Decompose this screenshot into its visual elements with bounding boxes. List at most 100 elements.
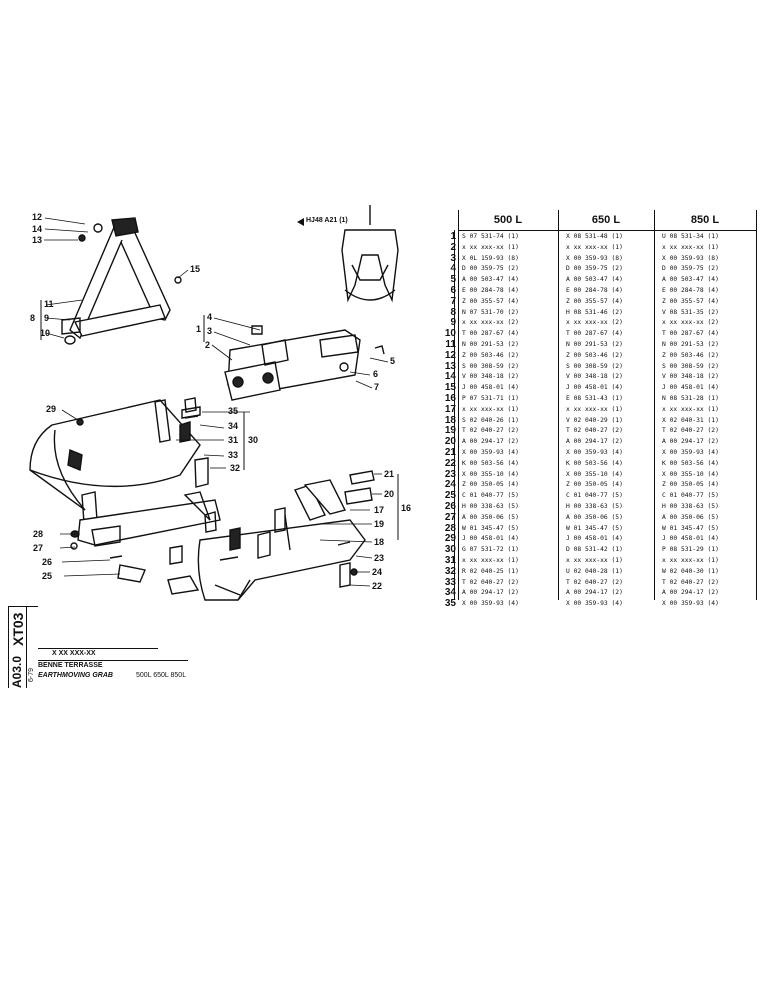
part-ref-850l: X 00 355-10 (4) bbox=[662, 470, 719, 478]
a-frame-part bbox=[61, 217, 182, 345]
part-ref-500l: X 00 355-10 (4) bbox=[462, 470, 519, 478]
part-ref-500l: A 00 503-47 (4) bbox=[462, 276, 519, 284]
part-ref-650l: H 08 531-46 (2) bbox=[566, 308, 623, 316]
left-bucket-shell bbox=[29, 397, 221, 547]
callout-16: 16 bbox=[401, 503, 412, 513]
pivot-head-part bbox=[224, 325, 385, 401]
callout-18: 18 bbox=[374, 537, 385, 547]
callout-9: 9 bbox=[44, 313, 50, 323]
part-ref-650l: V 02 040-29 (1) bbox=[566, 416, 623, 424]
part-ref-850l: S 00 308-59 (2) bbox=[662, 362, 719, 370]
callout-24: 24 bbox=[372, 567, 383, 577]
part-ref-850l: D 00 359-75 (2) bbox=[662, 265, 719, 273]
part-ref-850l: T 02 040-27 (2) bbox=[662, 578, 719, 586]
part-ref-500l: S 00 308-59 (2) bbox=[462, 362, 519, 370]
callout-28: 28 bbox=[33, 529, 44, 539]
part-ref-850l: V 08 531-35 (2) bbox=[662, 308, 719, 316]
part-ref-500l: P 07 531-71 (1) bbox=[462, 395, 519, 402]
part-ref-850l: X 00 359-93 (4) bbox=[662, 449, 719, 456]
callout-35: 35 bbox=[228, 406, 239, 416]
part-ref-850l: C 01 040-77 (5) bbox=[662, 492, 719, 500]
part-ref-650l: E 00 284-78 (4) bbox=[566, 287, 623, 294]
right-bucket-shell bbox=[167, 479, 366, 601]
item-number: 3 bbox=[450, 252, 456, 264]
grouping-brackets bbox=[40, 300, 399, 540]
part-ref-850l: Z 00 355-57 (4) bbox=[662, 297, 719, 305]
item-number: 12 bbox=[444, 349, 456, 361]
part-ref-500l: A 00 294-17 (2) bbox=[462, 438, 519, 446]
part-number-line: X XX XXX-XX bbox=[52, 650, 96, 657]
part-ref-650l: X 00 359-93 (8) bbox=[566, 254, 623, 262]
callout-8: 8 bbox=[30, 313, 36, 323]
part-ref-850l: N 08 531-28 (1) bbox=[662, 395, 719, 402]
title-en: EARTHMOVING GRAB bbox=[38, 672, 113, 679]
doc-code-main: XT03 bbox=[10, 612, 26, 646]
part-ref-850l: P 08 531-29 (1) bbox=[662, 546, 719, 554]
pin-parts-top bbox=[76, 406, 201, 426]
part-ref-650l: X 08 531-48 (1) bbox=[566, 233, 623, 240]
part-ref-500l: S 07 531-74 (1) bbox=[462, 233, 519, 240]
part-ref-650l: C 01 040-77 (5) bbox=[566, 492, 623, 500]
leader-lines bbox=[44, 217, 389, 587]
part-ref-850l: Z 00 503-46 (2) bbox=[662, 351, 719, 359]
part-ref-650l: Z 00 503-46 (2) bbox=[566, 351, 623, 359]
callout-7: 7 bbox=[374, 382, 380, 392]
part-ref-850l: x xx xxx-xx (1) bbox=[662, 243, 719, 251]
part-ref-850l: A 00 294-17 (2) bbox=[662, 589, 719, 597]
part-ref-500l: Z 00 355-57 (4) bbox=[462, 297, 519, 305]
item-number: 32 bbox=[444, 565, 456, 577]
callout-21: 21 bbox=[384, 469, 395, 479]
part-ref-500l: X 00 359-93 (4) bbox=[462, 449, 519, 456]
item-number: 34 bbox=[444, 587, 456, 599]
part-ref-850l: A 00 294-17 (2) bbox=[662, 438, 719, 446]
part-ref-500l: W 01 345-47 (5) bbox=[462, 524, 519, 532]
part-ref-650l: x xx xxx-xx (2) bbox=[566, 319, 623, 327]
item-number: 17 bbox=[444, 403, 456, 415]
item-number: 21 bbox=[444, 447, 456, 458]
part-ref-500l: E 00 284-78 (4) bbox=[462, 287, 519, 294]
callout-33: 33 bbox=[228, 450, 239, 460]
item-number: 14 bbox=[444, 371, 456, 383]
part-ref-650l: T 02 040-27 (2) bbox=[566, 578, 623, 586]
part-ref-650l: D 08 531-42 (1) bbox=[566, 546, 623, 554]
doc-date: 6-79 bbox=[28, 667, 35, 682]
part-ref-850l: T 00 287-67 (4) bbox=[662, 330, 719, 338]
doc-code-sub: A03.0 bbox=[10, 655, 24, 688]
part-ref-500l: S 02 040-26 (1) bbox=[462, 416, 519, 424]
part-ref-850l: X 00 359-93 (4) bbox=[662, 600, 719, 608]
part-ref-850l: A 00 350-06 (5) bbox=[662, 513, 719, 521]
part-ref-500l: G 07 531-72 (1) bbox=[462, 546, 519, 554]
item-number: 13 bbox=[444, 360, 456, 372]
item-number: 9 bbox=[450, 317, 456, 329]
callout-32: 32 bbox=[230, 463, 241, 473]
part-ref-650l: x xx xxx-xx (1) bbox=[566, 405, 623, 413]
callout-4: 4 bbox=[207, 312, 213, 322]
item-number: 1 bbox=[450, 231, 456, 242]
part-ref-650l: x xx xxx-xx (1) bbox=[566, 243, 623, 251]
item-number: 15 bbox=[444, 382, 456, 394]
part-ref-500l: H 00 338-63 (5) bbox=[462, 503, 519, 510]
reference-arrow-icon bbox=[297, 218, 304, 226]
part-ref-650l: A 00 294-17 (2) bbox=[566, 589, 623, 597]
part-ref-650l: Z 00 355-57 (4) bbox=[566, 297, 623, 305]
part-ref-500l: T 02 040-27 (2) bbox=[462, 427, 519, 435]
item-number: 22 bbox=[444, 457, 456, 469]
part-ref-850l: Z 00 350-05 (4) bbox=[662, 481, 719, 489]
part-ref-650l: U 02 040-28 (1) bbox=[566, 567, 623, 575]
callout-23: 23 bbox=[374, 553, 385, 563]
part-ref-850l: W 02 040-30 (1) bbox=[662, 567, 719, 575]
item-number: 24 bbox=[444, 479, 456, 491]
